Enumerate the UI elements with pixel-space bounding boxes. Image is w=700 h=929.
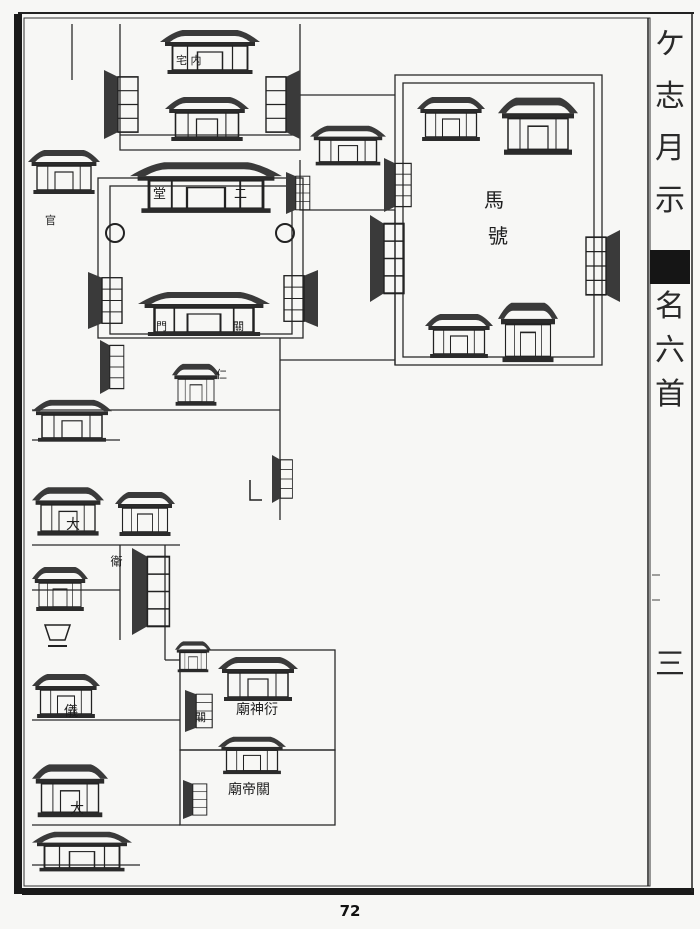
page-number: 72 — [339, 902, 361, 920]
label-er: 二 — [234, 187, 248, 202]
side-section-char-3: 首 — [655, 377, 685, 412]
label-da-1: 大 — [66, 517, 80, 533]
side-section-char-1: 名 — [655, 289, 685, 324]
side-title-char-4: 示 — [655, 183, 685, 218]
label-guan-1: 關 — [233, 320, 244, 333]
label-ci-1: 廟神衍 — [236, 702, 278, 718]
label-hao: 號 — [488, 224, 508, 248]
label-yi: 儀 — [64, 704, 78, 720]
side-title-char-2: 志 — [655, 79, 685, 114]
label-ma: 馬 — [484, 188, 504, 212]
label-da-2: 大 — [70, 801, 84, 817]
side-title-char-3: 月 — [655, 131, 685, 166]
side-section-char-2: 六 — [655, 333, 685, 368]
label-small-note: 仁 — [216, 368, 227, 381]
label-tang: 堂 — [153, 187, 167, 202]
label-ci-2: 廟帝關 — [228, 782, 270, 798]
label-wei: 衛 — [109, 555, 123, 573]
label-temple-top: 宅 内 — [176, 54, 202, 67]
label-guan-2: 關 — [195, 711, 206, 724]
side-title-char-1: ケ — [655, 27, 685, 62]
side-footer-char: 三 — [655, 647, 685, 682]
label-left-note: 官 — [45, 214, 56, 227]
label-gate-small: 門 — [156, 320, 167, 333]
